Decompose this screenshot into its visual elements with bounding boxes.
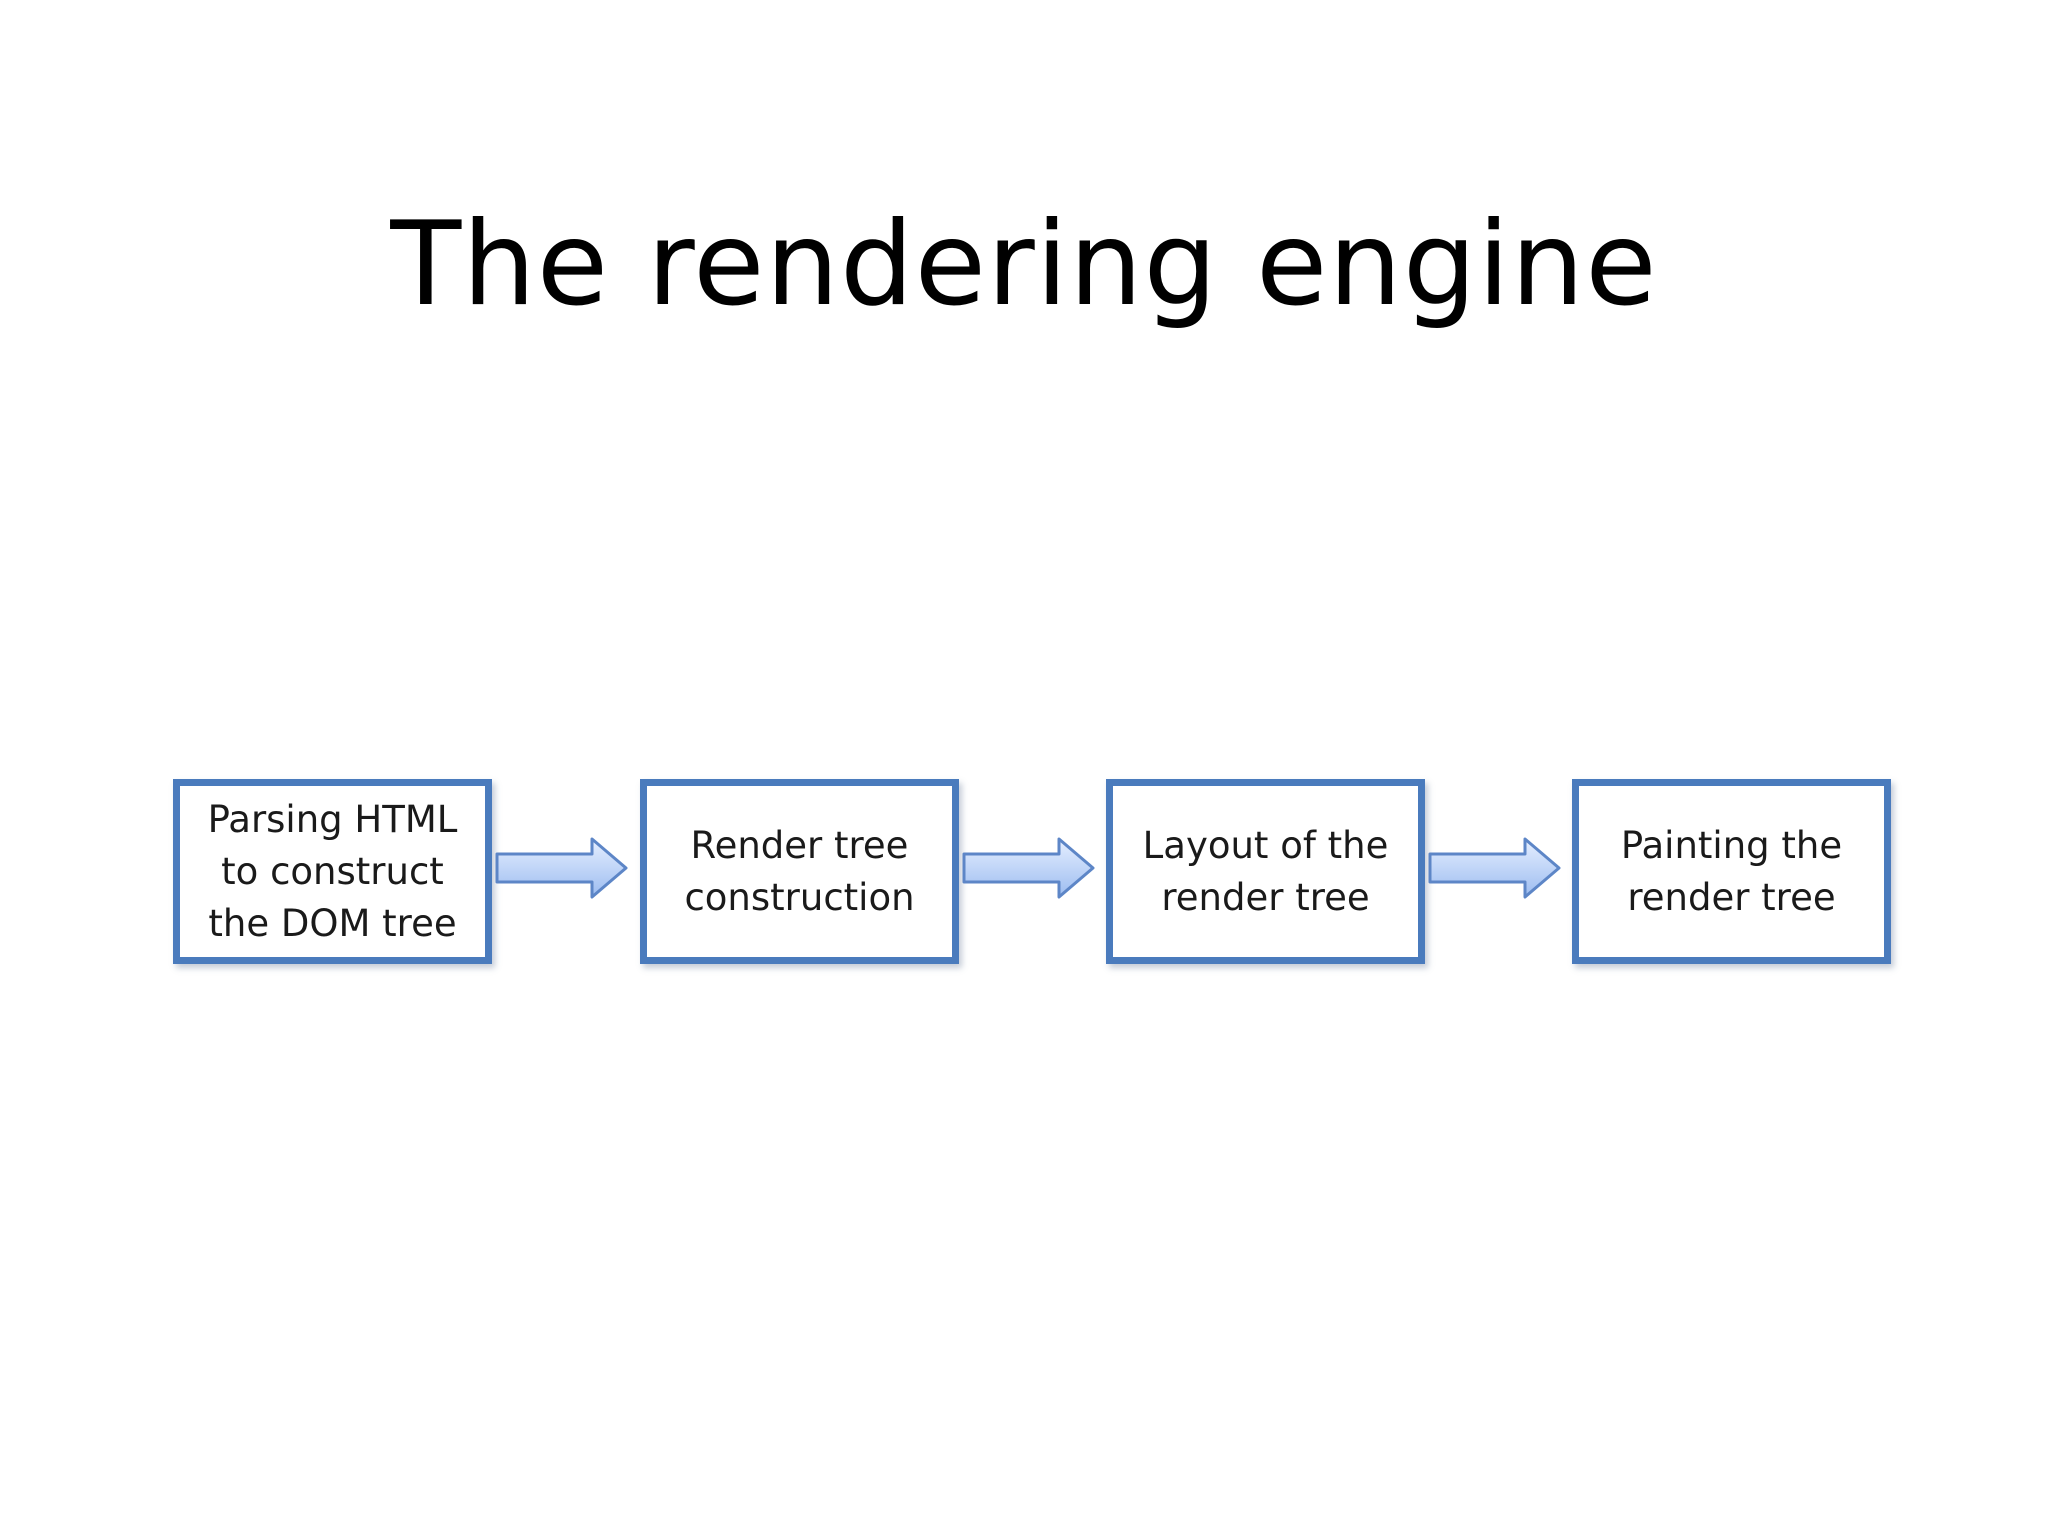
flow-step-layout: Layout of the render tree (1106, 779, 1425, 964)
flow-step-label: Layout of the render tree (1142, 823, 1389, 919)
flow-step-parsing-html: Parsing HTML to construct the DOM tree (173, 779, 492, 964)
arrow-right-icon (962, 837, 1095, 899)
slide-title: The rendering engine (390, 196, 1658, 332)
flow-step-painting: Painting the render tree (1572, 779, 1891, 964)
arrow-right-icon (495, 837, 628, 899)
flow-step-render-tree-construction: Render tree construction (640, 779, 959, 964)
flow-step-label: Render tree construction (684, 823, 915, 919)
arrow-right-icon (1428, 837, 1561, 899)
flow-step-label: Parsing HTML to construct the DOM tree (207, 797, 458, 945)
flow-step-label: Painting the render tree (1620, 823, 1843, 919)
